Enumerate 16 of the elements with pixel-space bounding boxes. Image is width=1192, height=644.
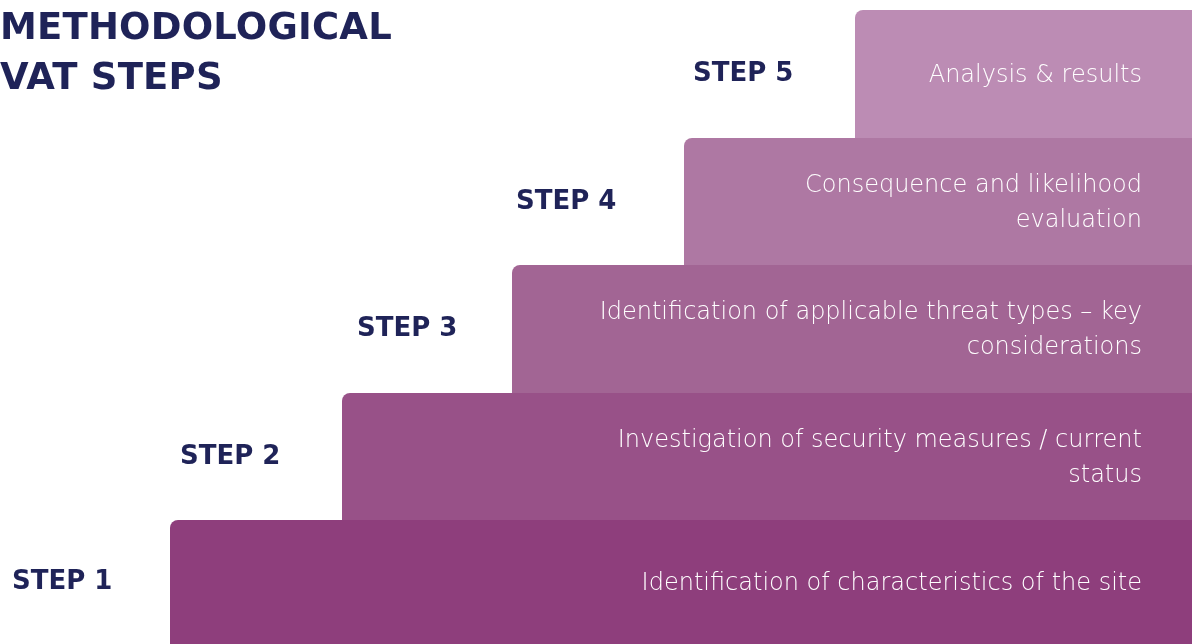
step-bar xyxy=(342,393,1192,520)
step-bar xyxy=(512,265,1192,393)
step-description: Investigation of security measures / current status xyxy=(616,423,1142,490)
title: METHODOLOGICAL VAT STEPS xyxy=(0,4,393,100)
step-label: STEP 3 xyxy=(357,312,458,342)
step-bar xyxy=(855,10,1192,138)
step-label: STEP 2 xyxy=(180,439,281,470)
step-bar xyxy=(684,138,1192,265)
step-description: Analysis & results xyxy=(928,58,1142,90)
step-description: Consequence and likelihood evaluation xyxy=(804,168,1142,235)
step-bar xyxy=(170,520,1192,644)
step-label: STEP 4 xyxy=(516,184,617,215)
step-description: Identification of applicable threat types – key considerations xyxy=(598,296,1142,362)
step-label: STEP 1 xyxy=(12,565,113,595)
step-label: STEP 5 xyxy=(693,57,794,87)
step-description: Identification of characteristics of the site xyxy=(641,566,1142,598)
